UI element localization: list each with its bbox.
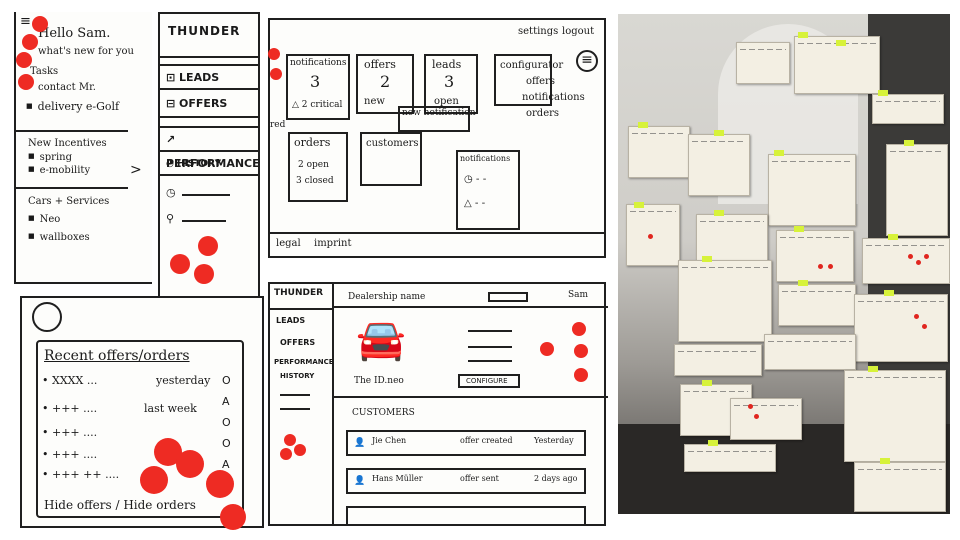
customers-heading: CUSTOMERS [352, 408, 415, 418]
dashboard-sketch: settings logout ≡ notifications 3 △ 2 cr… [268, 18, 606, 258]
logout-link[interactable]: logout [562, 26, 594, 37]
side-menu-offers[interactable]: offers [526, 76, 555, 87]
recent-title: Recent offers/orders [44, 348, 190, 364]
settings-link[interactable]: settings [518, 26, 558, 37]
hamburger-icon[interactable]: ≡ [20, 14, 31, 29]
greeting-subtitle: what's new for you [38, 46, 134, 57]
task-item[interactable]: delivery e-Golf [26, 100, 119, 113]
hide-toggle[interactable]: Hide offers / Hide orders [44, 498, 196, 512]
task-item[interactable]: contact Mr. [38, 82, 96, 93]
side-menu-orders[interactable]: orders [526, 108, 559, 119]
cars-heading: Cars + Services [28, 196, 109, 207]
profile-circle-icon [32, 302, 62, 332]
recent-row[interactable]: • +++ ++ .... [42, 468, 119, 481]
nav-item-history[interactable]: ◔ HISTORY [160, 154, 258, 176]
chevron-right-icon[interactable]: > [130, 162, 142, 178]
footer-imprint[interactable]: imprint [314, 238, 352, 249]
incentive-item[interactable]: spring [28, 152, 72, 163]
menu-icon[interactable]: ≡ [576, 50, 598, 72]
status-icons: O A O O A [222, 370, 231, 475]
configure-button[interactable]: CONFIGURE [458, 374, 520, 388]
nav-item-offers[interactable]: OFFERS [280, 338, 315, 347]
recent-row[interactable]: • XXXX ... [42, 374, 97, 387]
customers-tile[interactable]: customers [360, 132, 422, 186]
leads-tile[interactable]: leads 3 open [424, 54, 478, 114]
dealership-sketch: THUNDER LEADS OFFERS PERFORMANCE HISTORY… [268, 282, 606, 526]
sticky-note-wall-photo [618, 14, 950, 514]
incentives-heading: New Incentives [28, 138, 107, 149]
recent-row-when: last week [144, 402, 197, 415]
recent-offers-sketch: Recent offers/orders • XXXX ... yesterda… [20, 296, 264, 528]
nav-menu-sketch: THUNDER ⊡ LEADS ⊟ OFFERS ↗ PERFORMANCE ◔… [158, 12, 260, 310]
tasks-heading: Tasks [30, 66, 58, 77]
nav-item-offers[interactable]: ⊟ OFFERS [160, 92, 258, 118]
customer-row[interactable]: 👤 Jie Chen offer created Yesterday [346, 430, 586, 456]
new-notification-popup[interactable]: new notification [398, 106, 470, 132]
nav-item-performance[interactable]: PERFORMANCE [274, 358, 334, 366]
brand-logo: THUNDER [168, 24, 240, 38]
nav-item-performance[interactable]: ↗ PERFORMANCE [160, 126, 258, 152]
search-input[interactable] [488, 292, 528, 302]
orders-tile[interactable]: orders 2 open 3 closed [288, 132, 348, 202]
car-name: The ID.neo [354, 376, 404, 386]
recent-row[interactable]: • +++ .... [42, 402, 97, 415]
nav-item-history[interactable]: HISTORY [280, 372, 314, 380]
pin-icon: ⚲ [166, 212, 174, 225]
customer-row[interactable]: 👤 Hans Müller offer sent 2 days ago [346, 468, 586, 494]
car-item[interactable]: wallboxes [28, 232, 90, 243]
greeting: Hello Sam. [38, 26, 110, 41]
nav-item-leads[interactable]: LEADS [276, 316, 305, 325]
recent-row-when: yesterday [156, 374, 210, 387]
notifications-tile[interactable]: notifications 3 △ 2 critical [286, 54, 350, 120]
dealership-name: Dealership name [348, 292, 425, 302]
nav-item-leads[interactable]: ⊡ LEADS [160, 64, 258, 90]
recent-row[interactable]: • +++ .... [42, 448, 97, 461]
incentive-item[interactable]: e-mobility [28, 165, 90, 176]
recent-row[interactable]: • +++ .... [42, 426, 97, 439]
red-annotation: red [270, 120, 285, 130]
notification-panel[interactable]: notifications ◷ - - △ - - [456, 150, 520, 230]
car-icon: 🚘 [356, 320, 406, 360]
offers-tile[interactable]: offers 2 new [356, 54, 414, 114]
footer-legal[interactable]: legal [276, 238, 301, 249]
side-menu-notifications[interactable]: notifications [522, 92, 585, 103]
brand-logo: THUNDER [274, 288, 323, 298]
user-name[interactable]: Sam [568, 290, 588, 300]
clock-icon: ◷ [166, 186, 176, 199]
mobile-home-sketch: ≡ Hello Sam. what's new for you Tasks co… [14, 12, 152, 284]
car-item[interactable]: Neo [28, 214, 60, 225]
